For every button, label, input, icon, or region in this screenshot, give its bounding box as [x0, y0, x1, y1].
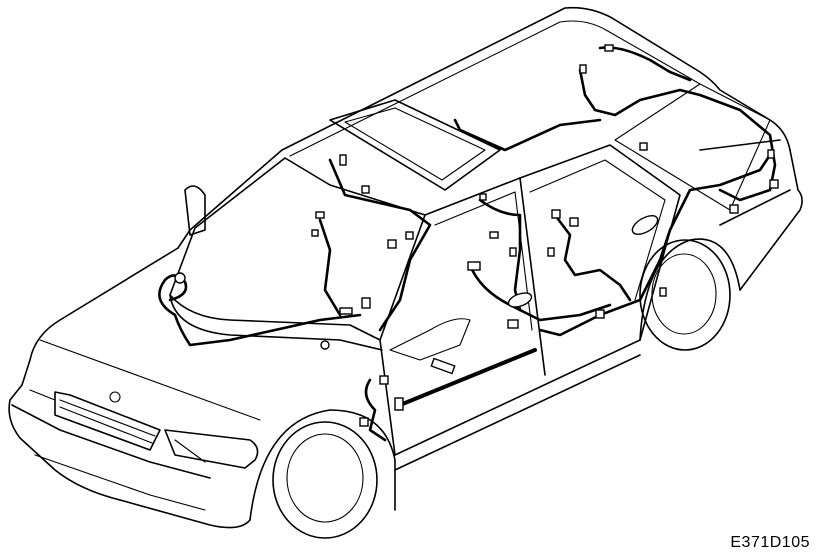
roof-inner-line	[289, 20, 701, 157]
connector	[311, 229, 319, 237]
connector	[639, 142, 648, 151]
connector	[339, 154, 347, 166]
connector	[320, 340, 330, 350]
connector	[547, 247, 555, 257]
engine-bay-harness	[158, 278, 362, 347]
connector	[405, 231, 414, 240]
connector	[430, 357, 456, 375]
windshield	[169, 157, 426, 341]
headliner-harness	[453, 118, 602, 152]
connector	[659, 287, 667, 297]
sill-harness	[398, 348, 537, 407]
connector	[174, 272, 186, 284]
side-mirror	[184, 185, 206, 236]
connector	[509, 247, 517, 257]
connector	[361, 185, 370, 194]
hood-emblem	[109, 391, 121, 403]
connector	[595, 309, 605, 319]
connector	[769, 179, 779, 189]
front-nose	[8, 384, 251, 529]
connector	[394, 397, 404, 411]
rear-door-frame	[519, 144, 681, 341]
headlight-inner	[29, 389, 206, 463]
hood-crease	[39, 339, 261, 421]
sunroof	[329, 99, 501, 191]
center-harness	[468, 263, 612, 322]
floor-harness	[364, 378, 387, 442]
drawing-code: E371D105	[730, 534, 810, 551]
connector	[339, 307, 353, 315]
headlight	[164, 429, 259, 469]
speaker-connector	[631, 215, 659, 235]
hood-rear-edge	[169, 294, 383, 351]
connector	[579, 64, 587, 74]
rear-side-window	[614, 83, 771, 211]
hood-outline	[21, 247, 179, 386]
front-bumper-top	[11, 404, 211, 479]
a-pillar-harness	[318, 218, 342, 317]
connector	[604, 44, 614, 52]
connector	[359, 417, 369, 427]
car-body-outline	[8, 6, 803, 539]
front-wheel-arch	[249, 409, 396, 521]
b-pillar-harness	[478, 198, 522, 312]
connectors	[174, 44, 779, 427]
roof-harness	[328, 158, 432, 332]
side-sill	[394, 339, 641, 471]
sunroof-inner	[344, 107, 486, 181]
connector	[315, 211, 325, 219]
door-harness	[538, 153, 772, 337]
connector	[507, 319, 519, 329]
connector	[379, 375, 389, 385]
grille-slats	[59, 399, 156, 444]
rear-wheel	[639, 239, 731, 351]
front-wheel-hub	[286, 433, 364, 523]
rear-door-harness	[553, 213, 632, 302]
connector	[489, 231, 499, 239]
grille	[54, 391, 161, 451]
connector	[387, 239, 397, 249]
connector	[729, 204, 739, 214]
front-bumper-lower	[34, 454, 206, 511]
dashboard	[389, 318, 471, 361]
front-wheel	[272, 421, 378, 539]
connector	[569, 217, 579, 227]
connector	[767, 149, 775, 159]
connector	[467, 261, 481, 271]
rear-cargo-harness	[578, 68, 777, 202]
connector	[479, 193, 487, 201]
side-window-lines	[434, 159, 666, 331]
tailgate-edge	[699, 139, 791, 226]
rear-quarter	[739, 149, 803, 291]
connector	[551, 209, 561, 219]
connector	[361, 297, 371, 309]
roof-outline	[281, 6, 791, 151]
wiring-harness	[158, 46, 777, 442]
speaker-connector	[507, 292, 533, 308]
engine-bay-branch	[163, 274, 188, 302]
